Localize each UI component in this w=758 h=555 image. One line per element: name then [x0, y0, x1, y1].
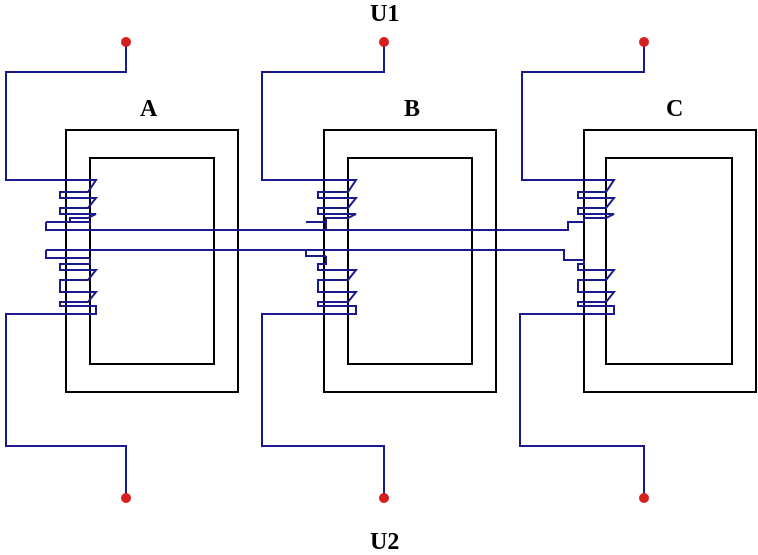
- core-a: [65, 129, 239, 393]
- terminal-top-c[interactable]: [639, 37, 649, 47]
- secondary-lead-b: [261, 313, 385, 496]
- core-c: [583, 129, 757, 393]
- primary-winding-b: [317, 179, 359, 222]
- bus-tap-b-upper: [306, 221, 327, 230]
- terminal-bottom-c[interactable]: [639, 493, 649, 503]
- terminal-top-b[interactable]: [379, 37, 389, 47]
- secondary-lead-a: [5, 313, 127, 496]
- label-u1: U1: [370, 1, 400, 27]
- label-core-a: A: [140, 96, 158, 122]
- bus-tap-b-lower: [305, 250, 326, 257]
- secondary-lead-c: [519, 313, 645, 496]
- label-core-c: C: [666, 96, 684, 122]
- secondary-winding-c: [577, 260, 617, 315]
- label-core-b: B: [404, 96, 421, 122]
- primary-winding-a: [59, 179, 99, 226]
- lower-bus: [45, 250, 90, 259]
- upper-bus: [45, 221, 584, 231]
- primary-winding-c: [577, 179, 617, 222]
- terminal-top-a[interactable]: [121, 37, 131, 47]
- primary-lead-c: [521, 44, 645, 181]
- secondary-winding-b: [317, 256, 359, 315]
- core-b: [323, 129, 497, 393]
- secondary-winding-a: [59, 258, 99, 315]
- primary-lead-a: [5, 44, 127, 181]
- terminal-bottom-a[interactable]: [121, 493, 131, 503]
- primary-lead-b: [261, 44, 385, 181]
- label-u2: U2: [370, 529, 400, 555]
- terminal-bottom-b[interactable]: [379, 493, 389, 503]
